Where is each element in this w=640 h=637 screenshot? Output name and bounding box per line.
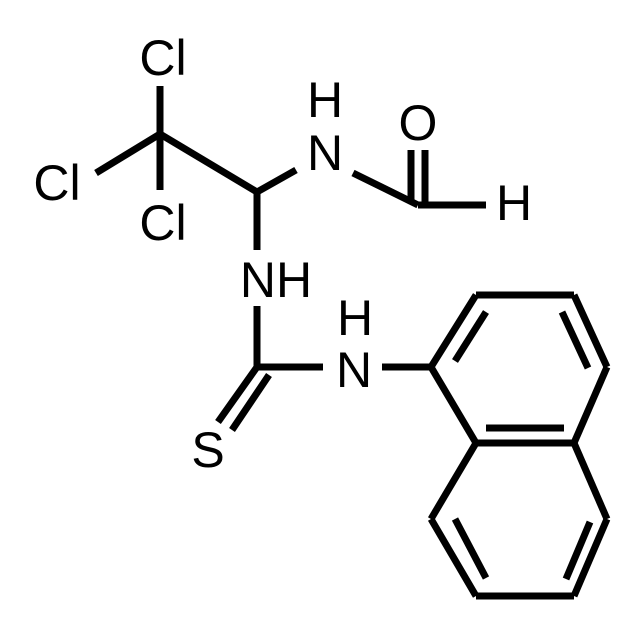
bond-ring-a-6 [427, 365, 480, 445]
bond-ch-nh-formyl [255, 166, 298, 196]
bond-ring-b-2 [427, 517, 480, 598]
bond-ring-a-inner-2 [558, 310, 592, 370]
atom-h-formyl-nh: H [307, 72, 343, 128]
atom-cl-left: Cl [33, 155, 80, 211]
atom-labels: Cl Cl Cl H N O H NH H N S [33, 30, 532, 478]
bond-ring-b-5 [570, 441, 611, 521]
atom-h-formyl: H [496, 175, 532, 231]
atom-cl-top: Cl [139, 30, 186, 86]
bond-ring-b-inner-2 [562, 520, 594, 581]
atom-n-aryl: N [336, 342, 372, 398]
bond-ring-b-1 [427, 441, 480, 521]
bond-ring-b-4 [570, 517, 611, 598]
bond-c-s-double-2 [229, 373, 272, 432]
atom-n-formyl: N [307, 125, 343, 181]
bond-ring-a-4 [570, 365, 611, 445]
bond-ring-a-1 [428, 293, 479, 369]
atom-sulfur: S [191, 422, 224, 478]
bond-c-ch [158, 130, 259, 196]
atom-h-aryl-nh: H [337, 290, 373, 346]
bond-n-formyl-c [351, 169, 420, 209]
bond-c-cl-left [94, 131, 162, 176]
bond-c-s-double-1 [215, 364, 260, 425]
bond-ring-a-inner-1 [452, 310, 489, 363]
atom-oxygen: O [399, 95, 438, 151]
atom-cl-mid: Cl [139, 195, 186, 251]
bonds [94, 86, 611, 600]
bond-ring-b-inner-1 [451, 517, 490, 580]
atom-nh-thio: NH [240, 252, 312, 308]
bond-ring-a-3 [570, 293, 611, 369]
